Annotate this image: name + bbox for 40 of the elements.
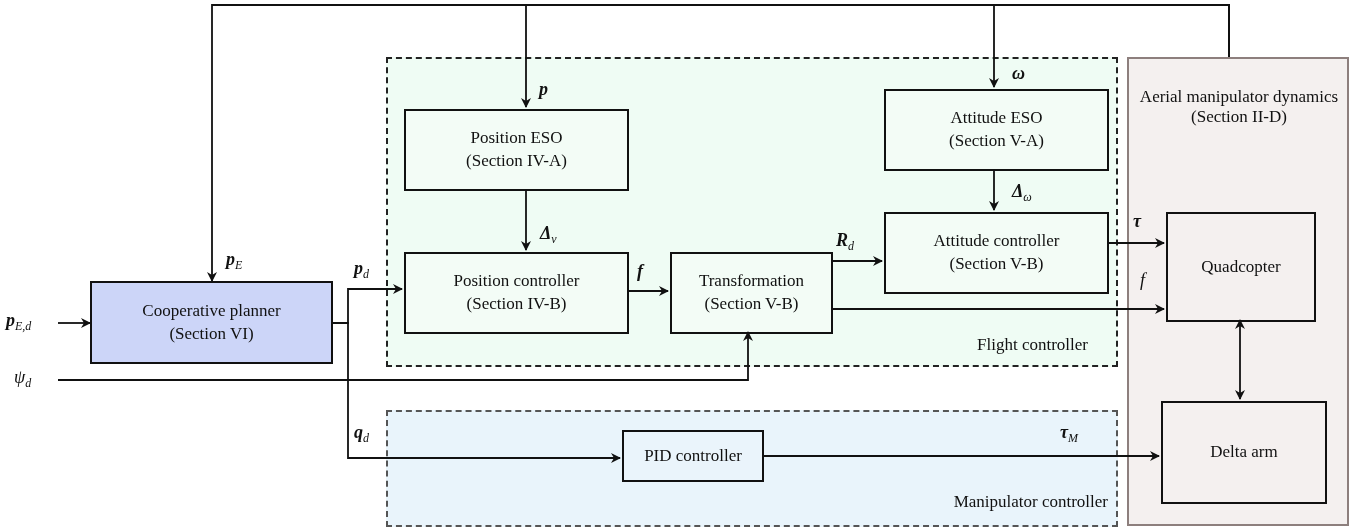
signal-label: q$_{d}$ bbox=[354, 423, 369, 444]
arrow bbox=[626, 286, 669, 296]
signal-label: f bbox=[1140, 271, 1145, 289]
group-panel bbox=[386, 410, 1118, 527]
group-panel bbox=[1127, 57, 1349, 526]
arrow bbox=[989, 168, 999, 211]
signal-label: p$_{E}$ bbox=[226, 250, 243, 271]
process-box: PID controller bbox=[622, 430, 764, 482]
process-box: Attitude ESO (Section V-A) bbox=[884, 89, 1109, 171]
signal-label: τ bbox=[1133, 212, 1141, 230]
arrow bbox=[989, 4, 1230, 88]
process-box: Position controller (Section IV-B) bbox=[404, 252, 629, 334]
arrow bbox=[761, 451, 1160, 461]
arrow bbox=[57, 331, 753, 381]
signal-label: R$_{d}$ bbox=[836, 231, 854, 252]
arrow bbox=[57, 318, 91, 328]
group-panel bbox=[386, 57, 1118, 367]
signal-label: τ$_{M}$ bbox=[1060, 423, 1078, 444]
arrow bbox=[830, 304, 1165, 314]
process-box: Delta arm bbox=[1161, 401, 1327, 504]
signal-label: ω bbox=[1012, 64, 1026, 82]
arrow bbox=[1106, 238, 1165, 248]
signal-label: p$_{E,d}$ bbox=[6, 311, 32, 332]
double-arrow bbox=[1235, 319, 1245, 400]
signal-label: Δ$_{ω}$ bbox=[1012, 182, 1032, 203]
process-box: Transformation (Section V-B) bbox=[670, 252, 833, 334]
signal-label: p bbox=[539, 80, 548, 98]
process-box: Cooperative planner (Section VI) bbox=[90, 281, 333, 364]
process-box: Position ESO (Section IV-A) bbox=[404, 109, 629, 191]
signal-label: f bbox=[637, 262, 643, 280]
group-title: Manipulator controller bbox=[952, 492, 1108, 513]
process-box: Attitude controller (Section V-B) bbox=[884, 212, 1109, 294]
group-title: Flight controller bbox=[976, 335, 1088, 356]
signal-label: ψ$_{d}$ bbox=[14, 368, 32, 389]
arrow bbox=[521, 188, 531, 251]
arrow bbox=[830, 256, 883, 266]
group-title: Aerial manipulator dynamics (Section II-D) bbox=[1139, 87, 1339, 128]
process-box: Quadcopter bbox=[1166, 212, 1316, 322]
signal-label: Δ$_{v}$ bbox=[540, 224, 557, 245]
signal-label: p$_{d}$ bbox=[354, 259, 369, 280]
